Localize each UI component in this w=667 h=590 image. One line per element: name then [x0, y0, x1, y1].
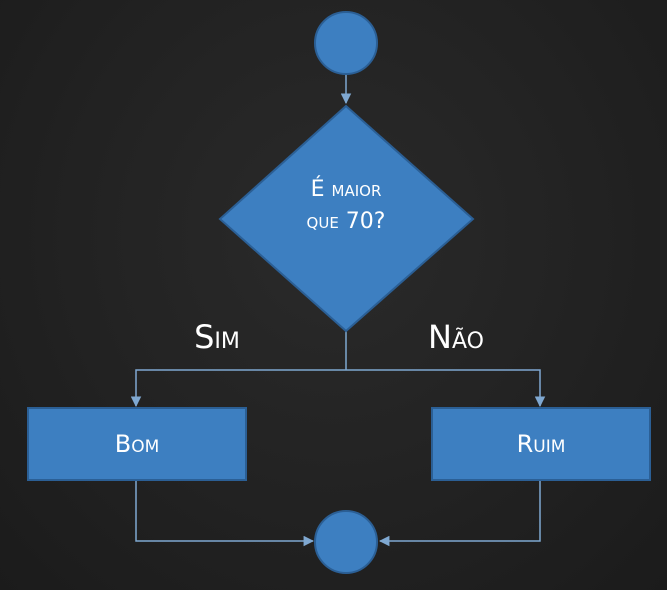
- no-branch-label: Não: [428, 318, 484, 356]
- outcome-label-left: Bom: [115, 430, 160, 458]
- connector-left-to-end: [135, 481, 315, 547]
- decision-text-line2: que 70?: [307, 209, 386, 234]
- yes-branch-label: Sim: [194, 318, 240, 356]
- outcome-box-left: [27, 407, 247, 481]
- start-node: [314, 11, 378, 75]
- decision-diamond: [218, 104, 475, 333]
- outcome-label-right: Ruim: [517, 430, 566, 458]
- end-node: [314, 510, 378, 574]
- outcome-box-right: [431, 407, 651, 481]
- connector-no-branch: [346, 369, 546, 408]
- decision-text-line1: É maior: [311, 176, 382, 202]
- connector-right-to-end: [378, 481, 541, 547]
- connector-yes-branch: [130, 369, 346, 408]
